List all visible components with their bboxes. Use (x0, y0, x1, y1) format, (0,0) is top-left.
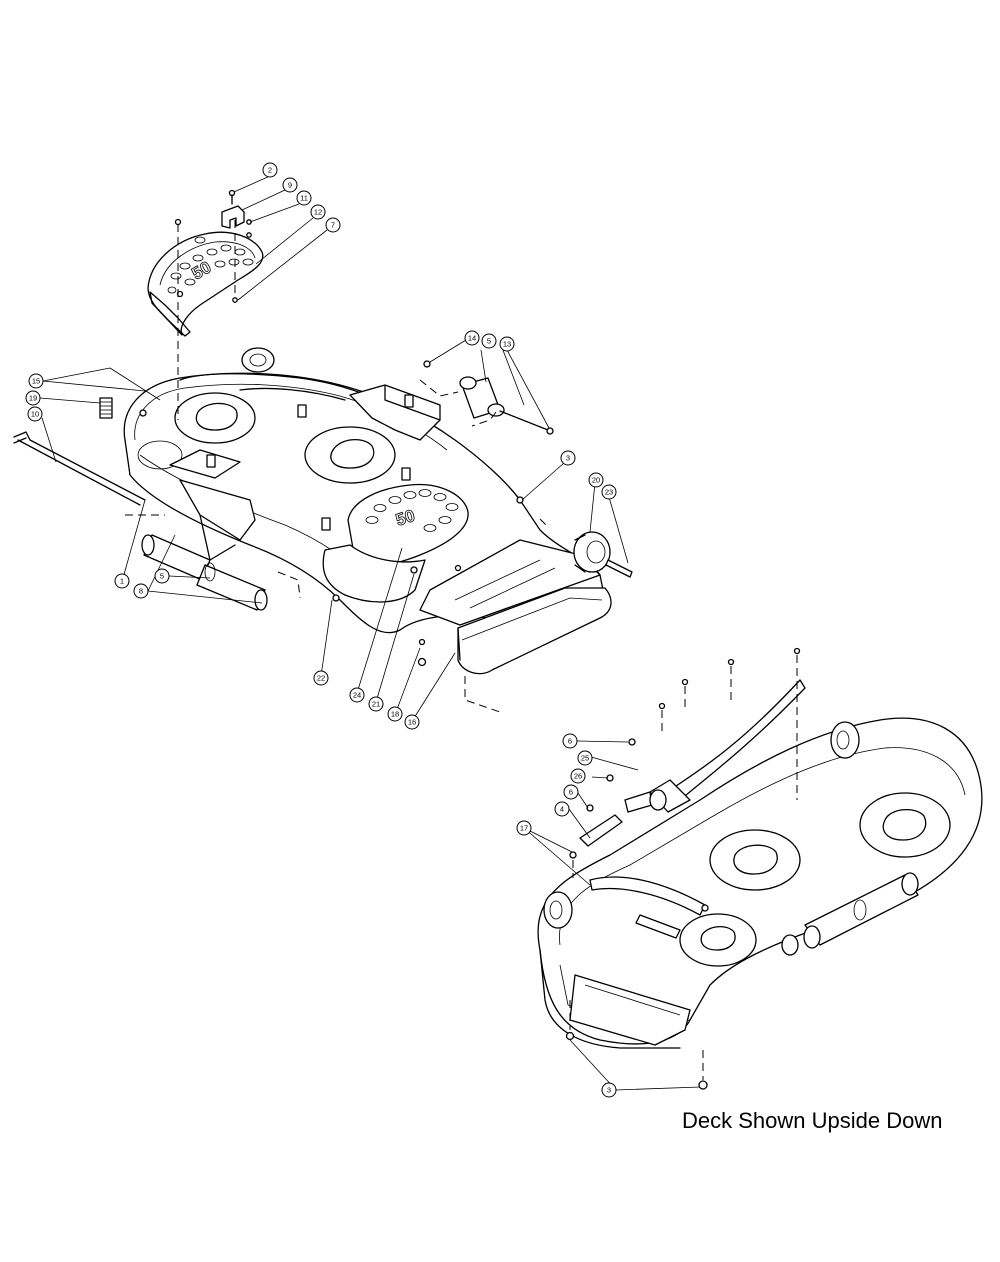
svg-text:2: 2 (268, 166, 272, 175)
svg-text:5: 5 (487, 337, 491, 346)
callout-17: 17 (516, 820, 532, 836)
svg-text:19: 19 (29, 394, 37, 403)
callout-15: 15 (28, 373, 44, 389)
svg-text:23: 23 (605, 488, 613, 497)
callout-19: 19 (25, 390, 41, 406)
callout-1: 1 (114, 573, 130, 589)
callout-5: 5 (481, 333, 497, 349)
lift-rod-part (13, 431, 146, 506)
callout-13: 13 (499, 336, 515, 352)
svg-text:16: 16 (408, 718, 416, 727)
callout-22: 22 (313, 670, 329, 686)
callout-11: 11 (296, 190, 312, 206)
alignment-lines-top (125, 220, 549, 713)
gauge-wheel-part (573, 531, 633, 578)
callout-23: 23 (601, 484, 617, 500)
svg-text:6: 6 (569, 788, 573, 797)
svg-text:20: 20 (592, 476, 600, 485)
alignment-lines-bottom (569, 655, 798, 1080)
callout-18: 18 (387, 706, 403, 722)
svg-text:15: 15 (32, 377, 40, 386)
callout-8: 8 (133, 583, 149, 599)
callout-9: 9 (282, 177, 298, 193)
callout-12: 12 (310, 204, 326, 220)
diagram-caption: Deck Shown Upside Down (682, 1108, 943, 1133)
bottom-hardware (565, 647, 801, 1090)
svg-text:3: 3 (607, 1086, 611, 1095)
callout-6: 6 (563, 784, 579, 800)
svg-text:22: 22 (317, 674, 325, 683)
svg-text:3: 3 (566, 454, 570, 463)
callout-25: 25 (577, 750, 593, 766)
svg-text:10: 10 (31, 410, 39, 419)
svg-text:5: 5 (160, 572, 164, 581)
deck-belt-cover-part: 50 (322, 483, 469, 603)
discharge-chute-part (457, 587, 612, 675)
callout-14: 14 (464, 330, 480, 346)
leader-lines (39, 175, 701, 1091)
belt-cover-part: 50 (147, 231, 264, 337)
svg-text:13: 13 (503, 340, 511, 349)
bracket-part (221, 205, 245, 229)
callout-20: 20 (588, 472, 604, 488)
callout-3: 3 (560, 450, 576, 466)
svg-text:7: 7 (331, 221, 335, 230)
rear-roller-part (423, 360, 554, 435)
svg-text:24: 24 (353, 691, 361, 700)
callout-24: 24 (349, 687, 365, 703)
svg-text:26: 26 (574, 772, 582, 781)
callout-5: 5 (154, 568, 170, 584)
svg-text:25: 25 (581, 754, 589, 763)
callout-26: 26 (570, 768, 586, 784)
svg-text:12: 12 (314, 208, 322, 217)
svg-text:4: 4 (560, 805, 564, 814)
callout-2: 2 (262, 162, 278, 178)
svg-text:21: 21 (372, 700, 380, 709)
callout-3: 3 (601, 1082, 617, 1098)
svg-text:9: 9 (288, 181, 292, 190)
callout-6: 6 (562, 733, 578, 749)
spring-part (99, 397, 113, 419)
svg-text:1: 1 (120, 577, 124, 586)
callout-21: 21 (368, 696, 384, 712)
callout-16: 16 (404, 714, 420, 730)
callout-7: 7 (325, 217, 341, 233)
svg-text:6: 6 (568, 737, 572, 746)
svg-text:14: 14 (468, 334, 476, 343)
svg-text:17: 17 (520, 824, 528, 833)
callout-4: 4 (554, 801, 570, 817)
deck-upside-down-part (537, 679, 983, 1049)
front-rollers-part (141, 534, 268, 611)
svg-text:8: 8 (139, 587, 143, 596)
callout-10: 10 (27, 406, 43, 422)
svg-text:18: 18 (391, 710, 399, 719)
svg-text:11: 11 (300, 194, 308, 203)
